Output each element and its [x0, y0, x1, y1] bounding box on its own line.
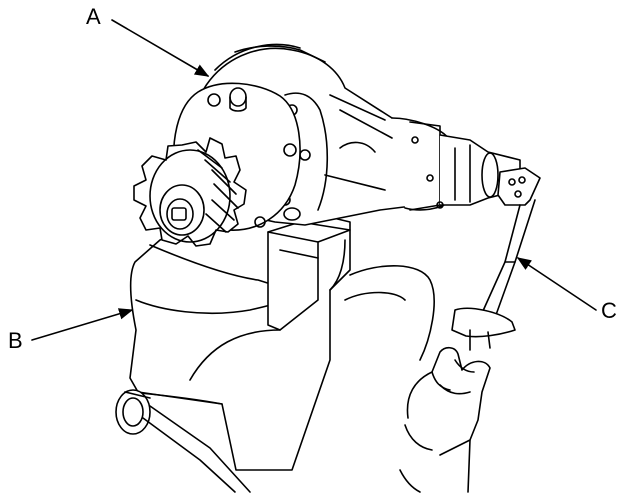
- callout-b: B: [8, 328, 23, 353]
- special-tool: [451, 167, 541, 351]
- callout-a: A: [86, 4, 101, 29]
- hand: [399, 346, 491, 493]
- vise-handle: [115, 389, 251, 493]
- leader-b: [31, 308, 134, 341]
- leader-a: [111, 19, 210, 77]
- callout-c: C: [601, 298, 617, 323]
- vise: [129, 209, 435, 471]
- leader-lines: [31, 19, 597, 341]
- pinion-gear: [133, 137, 247, 247]
- leader-c: [516, 257, 597, 311]
